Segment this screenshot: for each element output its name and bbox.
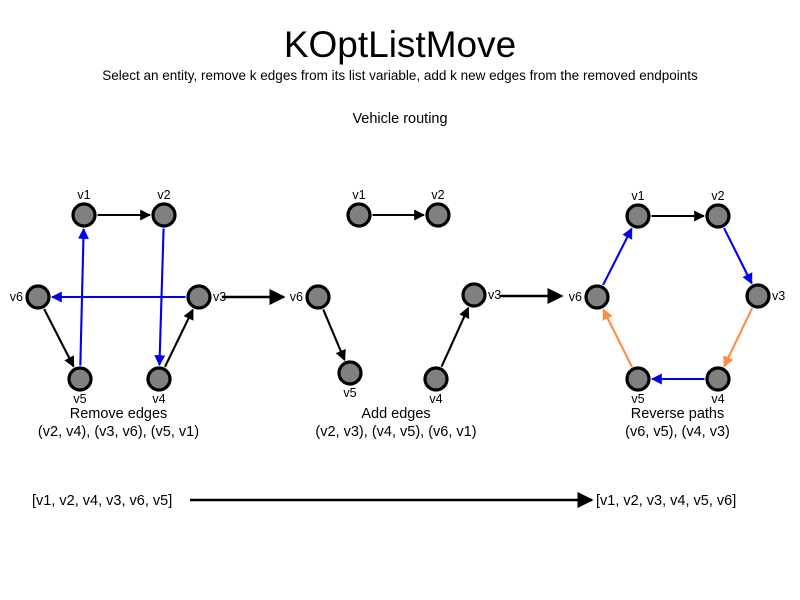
list-before: [v1, v2, v4, v3, v6, v5] [32,493,172,509]
node-reverse-v1[interactable]: v1 [625,189,651,229]
node-label-add-v3: v3 [488,288,501,302]
node-add-v6[interactable]: v6 [290,284,331,310]
transitions-layer [222,287,564,306]
edge-remove-v5-v1 [77,227,89,366]
node-reverse-v4[interactable]: v4 [705,366,731,406]
node-circle [146,366,172,392]
page-title: KOptListMove [283,24,517,65]
node-label-reverse-v4: v4 [711,392,724,406]
nodes-layer: v1 v2 v3 v4 v5 v6 v1 v2 v3 v4 v5 v6 v1 v2 v3 v4 v5 v6 [10,188,785,406]
node-reverse-v5[interactable]: v5 [625,366,651,406]
list-transformation-row: [v1, v2, v4, v3, v6, v5] [v1, v2, v3, v4,… [32,491,736,509]
node-label-add-v5: v5 [343,386,356,400]
edge-reverse-v2-v3 [723,227,753,285]
node-label-reverse-v2: v2 [711,189,724,203]
node-add-v4[interactable]: v4 [423,366,449,406]
list-after: [v1, v2, v3, v4, v5, v6] [596,493,736,509]
node-add-v3[interactable]: v3 [461,282,501,308]
node-circle [71,202,97,228]
node-label-remove-v5: v5 [73,392,86,406]
node-label-reverse-v5: v5 [631,392,644,406]
node-label-remove-v2: v2 [157,188,170,202]
node-circle [425,202,451,228]
node-label-add-v6: v6 [290,290,303,304]
node-label-add-v2: v2 [431,188,444,202]
node-circle [337,360,363,386]
node-circle [461,282,487,308]
node-remove-v3[interactable]: v3 [186,284,226,310]
node-circle [584,284,610,310]
node-label-add-v4: v4 [429,392,442,406]
edge-reverse-v5-v6 [602,308,633,368]
node-remove-v6[interactable]: v6 [10,284,51,310]
node-circle [151,202,177,228]
page-subtitle: Select an entity, remove k edges from it… [102,68,698,83]
node-circle [67,366,93,392]
node-circle [625,366,651,392]
node-remove-v4[interactable]: v4 [146,366,172,406]
node-reverse-v6[interactable]: v6 [569,284,610,310]
node-add-v2[interactable]: v2 [425,188,451,228]
node-circle [186,284,212,310]
node-label-reverse-v1: v1 [631,189,644,203]
node-label-reverse-v3: v3 [772,289,785,303]
node-remove-v5[interactable]: v5 [67,366,93,406]
node-add-v1[interactable]: v1 [346,188,372,228]
section-label: Vehicle routing [352,111,448,127]
node-label-add-v1: v1 [352,188,365,202]
node-reverse-v2[interactable]: v2 [705,189,731,229]
edge-add-v6-v5 [322,309,346,362]
node-label-remove-v6: v6 [10,290,23,304]
node-circle [705,203,731,229]
node-circle [745,283,771,309]
edge-add-v4-v3 [440,306,470,368]
caption-title-remove: Remove edges [70,406,168,422]
edges-layer [43,209,754,385]
node-circle [423,366,449,392]
caption-title-reverse: Reverse paths [631,406,725,422]
node-remove-v1[interactable]: v1 [71,188,97,228]
node-circle [346,202,372,228]
edge-remove-v6-v5 [43,308,75,368]
node-remove-v2[interactable]: v2 [151,188,177,228]
node-label-remove-v3: v3 [213,290,226,304]
edge-remove-v4-v3 [163,308,194,368]
captions-layer: Remove edges (v2, v4), (v3, v6), (v5, v1)… [38,406,730,440]
edge-reverse-v3-v4 [723,307,754,368]
node-circle [25,284,51,310]
node-reverse-v3[interactable]: v3 [745,283,785,309]
caption-title-add: Add edges [361,406,430,422]
node-label-remove-v1: v1 [77,188,90,202]
node-circle [625,203,651,229]
caption-detail-remove: (v2, v4), (v3, v6), (v5, v1) [38,424,199,440]
node-circle [705,366,731,392]
node-label-remove-v4: v4 [152,392,165,406]
node-add-v5[interactable]: v5 [337,360,363,400]
node-label-reverse-v6: v6 [569,290,582,304]
edge-reverse-v6-v1 [602,227,633,286]
caption-detail-reverse: (v6, v5), (v4, v3) [625,424,730,440]
caption-detail-add: (v2, v3), (v4, v5), (v6, v1) [315,424,476,440]
node-circle [305,284,331,310]
